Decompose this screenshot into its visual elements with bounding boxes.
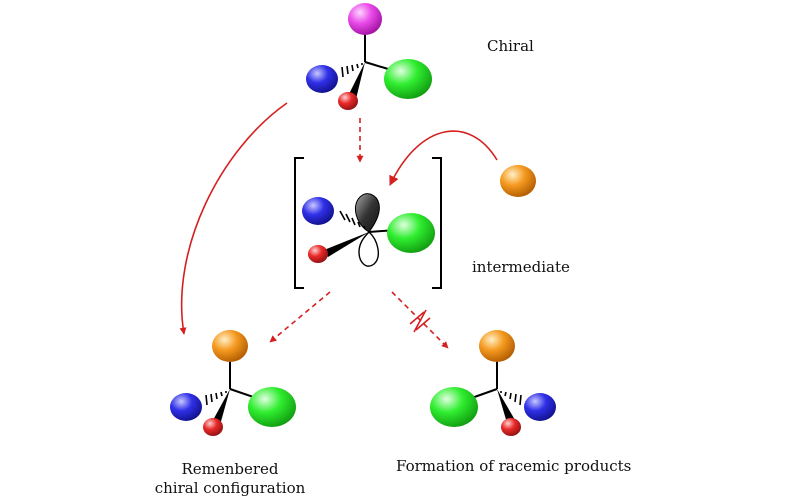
magenta-atom xyxy=(348,3,382,35)
arrow-to-remembered xyxy=(179,102,288,335)
blue-atom xyxy=(524,393,556,421)
blue-atom xyxy=(306,65,338,93)
racemic-product xyxy=(430,330,556,436)
intermediate-label: intermediate xyxy=(472,258,570,276)
remembered-product xyxy=(170,330,296,436)
p-orbital-upper-lobe xyxy=(354,193,380,233)
orange-atom xyxy=(479,330,515,362)
green-atom xyxy=(387,213,435,253)
green-atom xyxy=(248,387,296,427)
remembered-label-line2: chiral configuration xyxy=(154,479,306,497)
incoming-orange-atom xyxy=(500,165,536,197)
not-equal-sign xyxy=(409,309,431,333)
red-atom xyxy=(203,418,223,436)
intermediate-bracket-left xyxy=(294,157,304,289)
chiral-molecule xyxy=(306,3,432,110)
intermediate-molecule xyxy=(302,193,435,267)
arrow-orange-attack xyxy=(389,130,498,186)
red-atom xyxy=(308,245,328,263)
red-atom xyxy=(501,418,521,436)
chiral-label: Chiral xyxy=(487,37,534,55)
orange-atom xyxy=(212,330,248,362)
green-atom xyxy=(384,59,432,99)
blue-atom xyxy=(302,197,334,225)
remembered-label-line1: Remenbered xyxy=(181,460,279,478)
arrow-intermediate-to-left xyxy=(269,291,331,343)
green-atom xyxy=(430,387,478,427)
intermediate-bracket-right xyxy=(432,157,442,289)
racemic-label: Formation of racemic products xyxy=(396,457,632,475)
red-atom xyxy=(338,92,358,110)
blue-atom xyxy=(170,393,202,421)
p-orbital-lower-lobe xyxy=(358,231,380,267)
